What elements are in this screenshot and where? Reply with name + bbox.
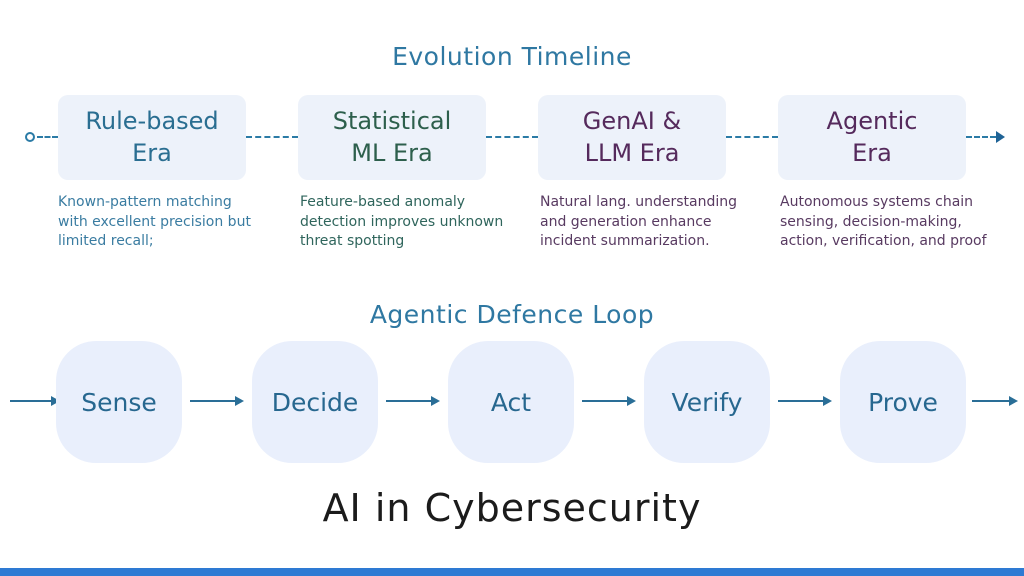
loop-title: Agentic Defence Loop	[369, 300, 655, 329]
timeline-end-arrow-icon	[996, 131, 1005, 143]
bottom-accent-bar	[0, 568, 1024, 576]
loop-arrow-icon	[582, 396, 636, 406]
era-label: Statistical ML Era	[332, 107, 452, 167]
era-label: Rule-based Era	[85, 107, 219, 167]
era-description-rule-based: Known-pattern matching with excellent pr…	[58, 194, 251, 250]
loop-exit-arrow-icon	[972, 396, 1018, 406]
loop-entry-arrow-icon	[10, 396, 60, 406]
loop-step-verify: Verify	[644, 341, 770, 463]
loop-step-label: Sense	[81, 387, 157, 417]
loop-step-decide: Decide	[252, 341, 378, 463]
era-label: Agentic Era	[826, 107, 918, 167]
era-label: GenAI & LLM Era	[582, 107, 682, 167]
timeline-connector	[486, 136, 538, 138]
era-box-rule-based: Rule-based Era	[58, 95, 246, 180]
loop-step-act: Act	[448, 341, 574, 463]
loop-step-label: Decide	[271, 387, 359, 417]
loop-step-label: Act	[490, 387, 532, 417]
loop-step-sense: Sense	[56, 341, 182, 463]
timeline-connector	[246, 136, 298, 138]
timeline-connector	[37, 136, 58, 138]
loop-arrow-icon	[778, 396, 832, 406]
timeline-connector	[966, 136, 996, 138]
timeline-title: Evolution Timeline	[392, 42, 632, 71]
loop-arrow-icon	[190, 396, 244, 406]
loop-step-prove: Prove	[840, 341, 966, 463]
era-box-genai-llm: GenAI & LLM Era	[538, 95, 726, 180]
loop-step-label: Prove	[868, 387, 938, 417]
loop-arrow-icon	[386, 396, 440, 406]
era-description-genai-llm: Natural lang. understanding and generati…	[540, 194, 737, 250]
loop-step-label: Verify	[671, 387, 743, 417]
era-description-statistical-ml: Feature-based anomaly detection improves…	[300, 194, 504, 250]
era-description-agentic: Autonomous systems chain sensing, decisi…	[780, 194, 987, 250]
page-title: AI in Cybersecurity	[322, 486, 702, 530]
era-box-agentic: Agentic Era	[778, 95, 966, 180]
timeline-start-circle-icon	[25, 132, 35, 142]
timeline-connector	[726, 136, 778, 138]
era-box-statistical-ml: Statistical ML Era	[298, 95, 486, 180]
